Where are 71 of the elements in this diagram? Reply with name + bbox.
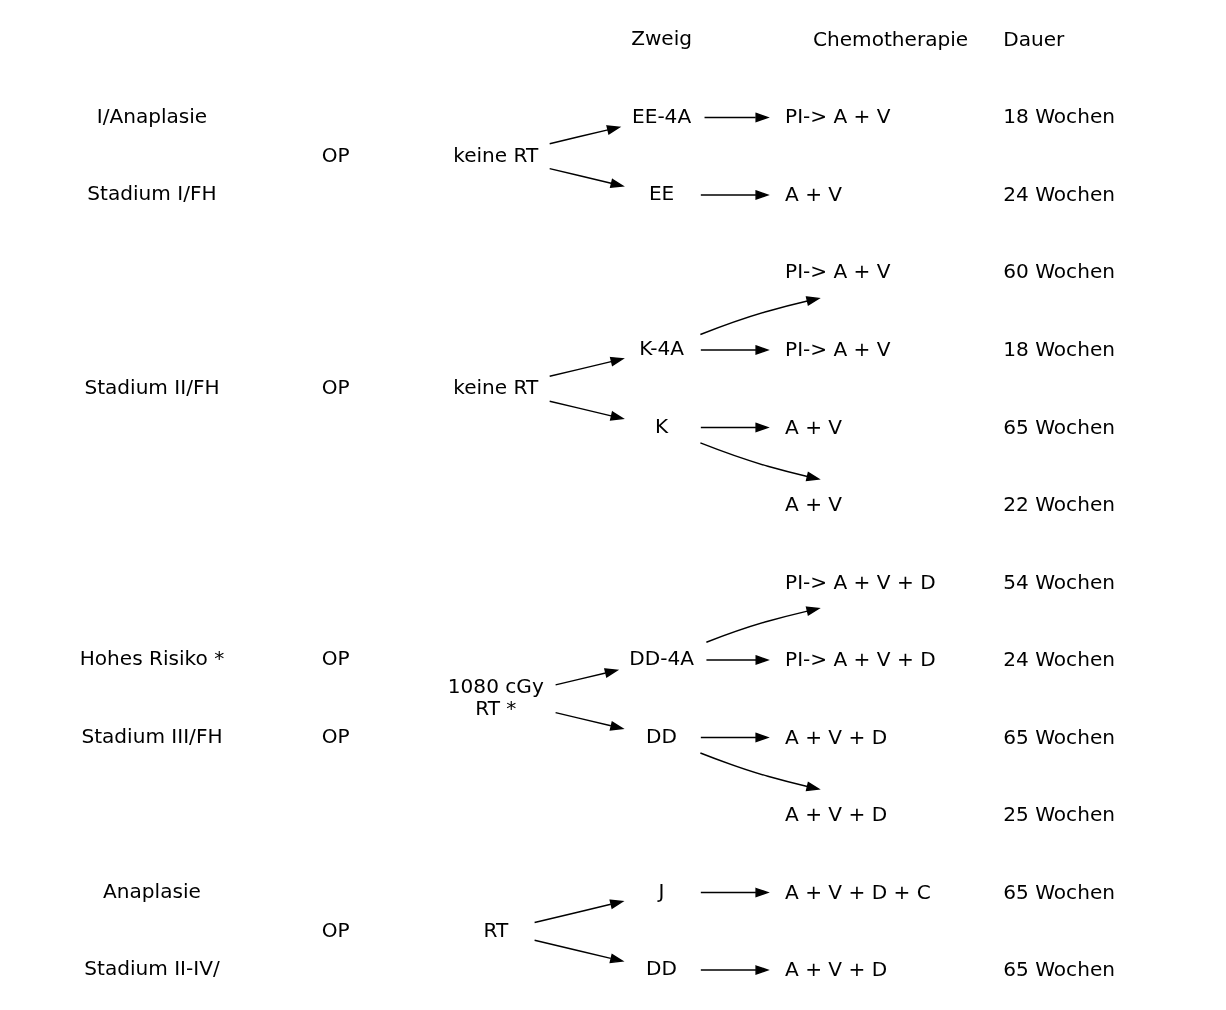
node-label: 65 Wochen xyxy=(1002,724,1115,749)
node-label: 65 Wochen xyxy=(1002,957,1115,982)
label: OP xyxy=(321,646,350,671)
label: Anaplasie xyxy=(102,878,201,903)
label: Hohes Risiko * xyxy=(79,646,224,671)
label: OP xyxy=(321,917,350,942)
arrow xyxy=(554,668,619,686)
label: I/Anaplasie xyxy=(96,103,207,128)
arrow xyxy=(699,732,770,743)
node-label: 18 Wochen xyxy=(1002,104,1115,129)
node-text: K-4A xyxy=(638,336,684,361)
node-text: A + V xyxy=(784,414,842,439)
arrow xyxy=(703,112,770,123)
arrow xyxy=(705,606,821,643)
node-label: 65 Wochen xyxy=(1002,879,1115,904)
node-text: A + V + D + C xyxy=(784,879,931,904)
arrow xyxy=(699,442,821,482)
label: Stadium I/FH xyxy=(86,181,217,206)
node-text: keine RT xyxy=(452,375,538,400)
node-text: A + V + D xyxy=(784,802,887,827)
node-label: 65 Wochen xyxy=(1002,414,1115,439)
node-text: PI-> A + V xyxy=(784,104,891,129)
node-text: A + V + D xyxy=(784,957,887,982)
arrow xyxy=(548,356,625,377)
arrow xyxy=(533,899,624,924)
arrow xyxy=(548,167,625,189)
arrow xyxy=(699,296,821,336)
node-text: DD-4A xyxy=(628,646,694,671)
node-text: J xyxy=(658,878,665,903)
node-label: 18 Wochen xyxy=(1002,337,1115,361)
label: OP xyxy=(321,142,350,167)
node-text: PI-> A + V + D xyxy=(784,647,936,672)
node-label: 60 Wochen xyxy=(1002,259,1115,284)
node-label: 24 Wochen xyxy=(1002,181,1115,206)
node-text: K xyxy=(654,413,668,438)
node-text: RT xyxy=(482,917,508,942)
node-text: PI-> A + V xyxy=(784,259,891,284)
node-text: DD xyxy=(645,956,677,981)
label: OP xyxy=(321,723,350,748)
arrow xyxy=(699,189,770,200)
label: Chemotherapie xyxy=(812,26,968,51)
node-label: 24 Wochen xyxy=(1002,647,1115,672)
arrow xyxy=(699,752,821,792)
node-text: DD xyxy=(645,723,677,748)
arrow xyxy=(705,655,770,666)
arrow xyxy=(548,400,625,421)
node-text: A + V xyxy=(784,181,842,206)
arrow xyxy=(548,125,621,145)
arrow xyxy=(699,887,770,898)
node-label: 54 Wochen xyxy=(1002,569,1115,594)
arrow xyxy=(699,422,770,433)
label: Zweig xyxy=(630,26,692,51)
node-text: PI-> A + V + D xyxy=(784,569,936,594)
node-label: 22 Wochen xyxy=(1002,492,1115,517)
node-text: 1080 cGy RT * xyxy=(447,674,544,720)
node-text: A + V + D xyxy=(784,724,887,749)
node-text: keine RT xyxy=(452,142,538,167)
arrow xyxy=(533,939,624,964)
arrow xyxy=(554,711,625,731)
label: OP xyxy=(321,375,350,400)
label: Dauer xyxy=(1002,26,1064,51)
node-label: 25 Wochen xyxy=(1002,802,1115,827)
label: Stadium III/FH xyxy=(80,723,223,748)
node-text: EE-4A xyxy=(631,103,691,128)
label: Stadium II-IV/ xyxy=(83,956,220,981)
node-text: EE xyxy=(648,181,674,206)
label: Stadium II/FH xyxy=(83,375,220,400)
arrow xyxy=(699,344,770,355)
node-text: PI-> A + V xyxy=(784,337,891,361)
arrow xyxy=(699,965,770,976)
node-text: A + V xyxy=(784,492,842,517)
